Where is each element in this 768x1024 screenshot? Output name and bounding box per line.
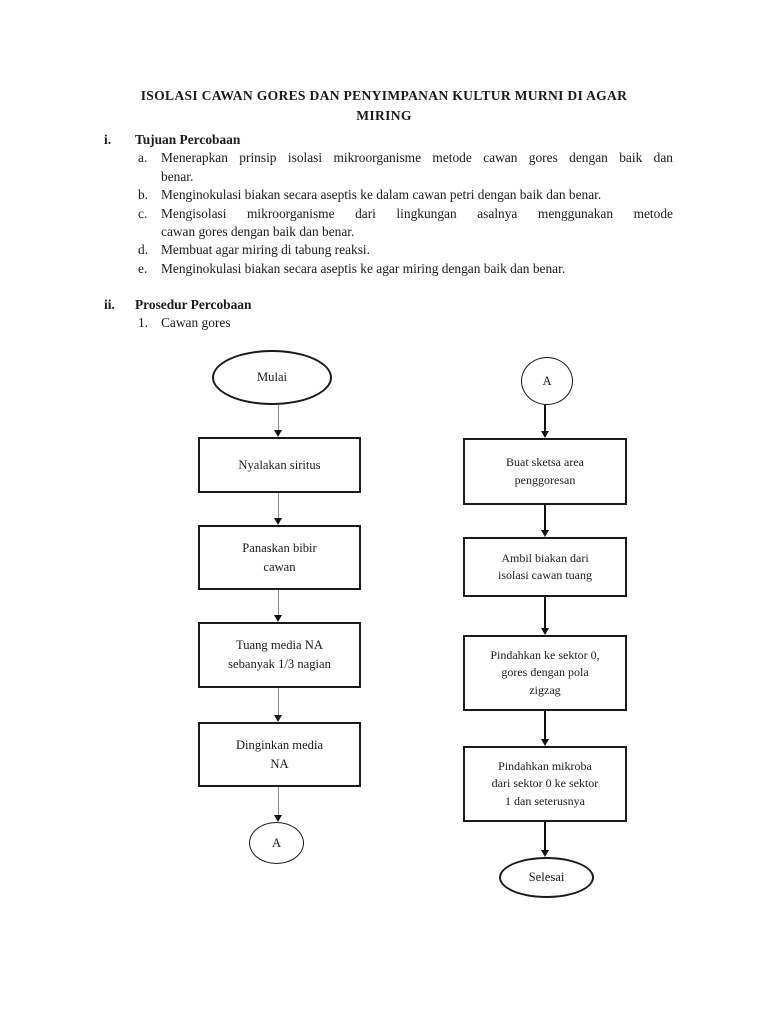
text-line: Mengisolasi mikroorganisme dari lingkung… xyxy=(161,205,673,221)
arrow-head xyxy=(540,739,549,746)
node-label: A xyxy=(542,373,552,388)
section-heading: i. Tujuan Percobaan xyxy=(104,131,676,149)
text-line: dari sektor 0 ke sektor xyxy=(491,776,599,791)
text-line: Pindahkan ke sektor 0, xyxy=(490,647,600,662)
arrow-head xyxy=(540,628,549,635)
text-line: Menerapkan prinsip isolasi mikroorganism… xyxy=(161,150,673,166)
section-title: Tujuan Percobaan xyxy=(135,132,241,147)
flow-step-nyalakan-siritus: Nyalakan siritus xyxy=(198,437,361,493)
arrow-line xyxy=(544,711,546,739)
section-prosedur-percobaan: ii. Prosedur Percobaan 1. Cawan gores xyxy=(104,296,676,333)
sub-item-label: Cawan gores xyxy=(161,315,231,331)
list-item-text: Menginokulasi biakan secara aseptis ke d… xyxy=(161,186,673,204)
arrow-head xyxy=(273,430,282,437)
text-line: Panaskan bibir xyxy=(242,540,317,555)
list-item: b. Menginokulasi biakan secara aseptis k… xyxy=(138,186,676,204)
node-label: Ambil biakan dari isolasi cawan tuang xyxy=(465,550,625,585)
flow-step-pindahkan-sektor-0: Pindahkan ke sektor 0, gores dengan pola… xyxy=(463,635,627,711)
node-label: Dinginkan media NA xyxy=(200,736,359,774)
node-label: Selesai xyxy=(528,870,565,884)
arrow-head xyxy=(273,615,282,622)
flow-step-buat-sketsa: Buat sketsa area penggoresan xyxy=(463,438,627,505)
node-label: Buat sketsa area penggoresan xyxy=(465,454,625,489)
arrow-line xyxy=(544,597,546,628)
list-item: d. Membuat agar miring di tabung reaksi. xyxy=(138,241,676,259)
list-item-letter: d. xyxy=(138,242,149,258)
arrow-line xyxy=(544,405,546,431)
arrow-head xyxy=(540,850,549,857)
list-item: c. Mengisolasi mikroorganisme dari lingk… xyxy=(138,205,676,242)
flow-step-ambil-biakan: Ambil biakan dari isolasi cawan tuang xyxy=(463,537,627,597)
text-line: isolasi cawan tuang xyxy=(498,568,592,582)
text-line: gores dengan pola xyxy=(501,665,589,680)
text-line: Nyalakan siritus xyxy=(238,457,321,472)
section-heading: ii. Prosedur Percobaan xyxy=(104,296,676,314)
arrow-line xyxy=(277,787,279,815)
arrow-head xyxy=(273,518,282,525)
list-item-text: Mengisolasi mikroorganisme dari lingkung… xyxy=(161,205,673,242)
flow-step-tuang-media-na: Tuang media NA sebanyak 1/3 nagian xyxy=(198,622,361,688)
arrow-line xyxy=(277,590,279,615)
arrow-line xyxy=(277,405,279,430)
arrow-line xyxy=(544,822,546,850)
text-line: 1 dan seterusnya xyxy=(505,793,585,808)
arrow-line xyxy=(277,688,279,715)
arrow-head xyxy=(540,431,549,438)
numbered-sub-item: 1. Cawan gores xyxy=(138,314,676,332)
text-line: Menginokulasi biakan secara aseptis ke d… xyxy=(161,187,602,203)
document-title: ISOLASI CAWAN GORES DAN PENYIMPANAN KULT… xyxy=(0,86,768,126)
list-item-text: Menerapkan prinsip isolasi mikroorganism… xyxy=(161,149,673,186)
text-line: sebanyak 1/3 nagian xyxy=(228,657,331,671)
text-line: cawan xyxy=(263,559,296,574)
flow-terminator-mulai: Mulai xyxy=(212,350,332,405)
node-label: Nyalakan siritus xyxy=(200,456,359,475)
arrow-head xyxy=(273,715,282,722)
text-line: Pindahkan mikroba xyxy=(498,758,592,773)
list-item: e. Menginokulasi biakan secara aseptis k… xyxy=(138,260,676,278)
list-item-letter: b. xyxy=(138,187,149,203)
arrow-head xyxy=(540,530,549,537)
text-line: penggoresan xyxy=(514,472,576,487)
text-line: Tuang media NA xyxy=(236,638,323,652)
section-tujuan-percobaan: i. Tujuan Percobaan a. Menerapkan prinsi… xyxy=(104,131,676,278)
section-number: ii. xyxy=(104,297,115,312)
node-label: Pindahkan mikroba dari sektor 0 ke sekto… xyxy=(465,758,625,811)
list-item-text: Menginokulasi biakan secara aseptis ke a… xyxy=(161,260,673,278)
title-line-2: MIRING xyxy=(356,108,412,123)
tujuan-item-list: a. Menerapkan prinsip isolasi mikroorgan… xyxy=(138,149,676,278)
list-item-letter: a. xyxy=(138,150,148,166)
list-item-text: Membuat agar miring di tabung reaksi. xyxy=(161,241,673,259)
text-line: zigzag xyxy=(529,682,561,697)
arrow-line xyxy=(544,505,546,530)
text-line: Ambil biakan dari xyxy=(501,550,589,565)
text-line: Membuat agar miring di tabung reaksi. xyxy=(161,242,370,258)
node-label: Pindahkan ke sektor 0, gores dengan pola… xyxy=(465,647,625,700)
text-line: benar. xyxy=(161,168,194,184)
list-item-letter: c. xyxy=(138,205,148,221)
arrow-head xyxy=(273,815,282,822)
section-title: Prosedur Percobaan xyxy=(135,297,252,312)
sub-item-number: 1. xyxy=(138,315,149,331)
list-item: a. Menerapkan prinsip isolasi mikroorgan… xyxy=(138,149,676,186)
node-label: Tuang media NA sebanyak 1/3 nagian xyxy=(200,636,359,674)
flow-connector-a-left: A xyxy=(249,822,304,864)
node-label: A xyxy=(271,835,282,850)
title-line-1: ISOLASI CAWAN GORES DAN PENYIMPANAN KULT… xyxy=(140,88,628,103)
arrow-line xyxy=(277,493,279,518)
flow-connector-a-right: A xyxy=(521,357,573,405)
section-number: i. xyxy=(104,132,112,147)
node-label: Mulai xyxy=(256,370,288,384)
text-line: Buat sketsa area xyxy=(506,455,584,469)
text-line: NA xyxy=(270,756,289,771)
text-line: Menginokulasi biakan secara aseptis ke a… xyxy=(161,260,566,276)
flow-step-pindahkan-mikroba: Pindahkan mikroba dari sektor 0 ke sekto… xyxy=(463,746,627,822)
flow-step-dinginkan-media-na: Dinginkan media NA xyxy=(198,722,361,787)
flow-terminator-selesai: Selesai xyxy=(499,857,594,898)
node-label: Panaskan bibir cawan xyxy=(200,539,359,577)
list-item-letter: e. xyxy=(138,260,148,276)
flow-step-panaskan-bibir-cawan: Panaskan bibir cawan xyxy=(198,525,361,590)
text-line: cawan gores dengan baik dan benar. xyxy=(161,224,355,240)
text-line: Dinginkan media xyxy=(235,737,324,752)
